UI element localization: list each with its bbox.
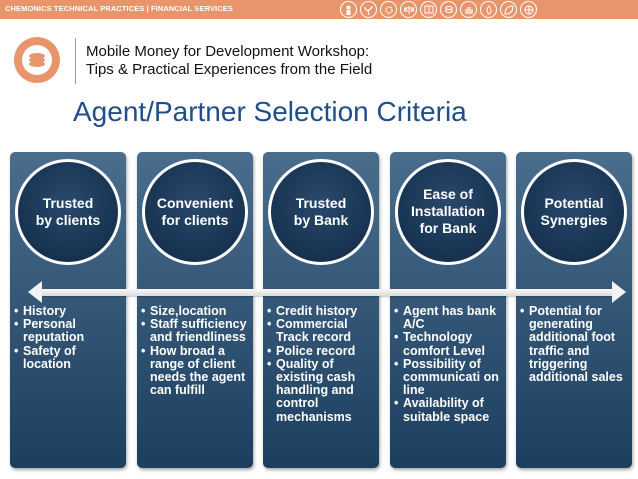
arrow-left-head [28,281,42,303]
page-title: Agent/Partner Selection Criteria [73,96,467,127]
criteria-list: History Personal reputation Safety of lo… [14,304,124,371]
column-header: Ease of Installation for Bank [390,158,506,265]
water-icon [480,1,497,18]
coins-icon [440,1,457,18]
column-header: Trusted by clients [10,158,126,265]
list-item: Possibility of communicati on line [394,357,504,398]
column-heading: Trusted by clients [35,194,101,228]
header-circle [395,158,501,265]
criteria-column-trusted-by-bank: Trusted by Bank Credit history Commercia… [263,152,379,468]
header-circle [15,158,121,265]
header-divider [75,38,76,84]
header-circle [268,158,374,265]
book-icon [420,1,437,18]
list-item: How broad a range of client needs the ag… [141,344,251,398]
column-header: Trusted by Bank [263,158,379,265]
criteria-list: Agent has bank A/C Technology comfort Le… [394,304,504,424]
gear-icon [380,1,397,18]
selection-criteria-diagram: Trusted by clients History Personal repu… [10,152,636,470]
column-heading: Trusted by Bank [293,194,349,228]
list-item: History [14,304,124,318]
column-header: Potential Synergies [516,158,632,265]
practice-icons [340,1,537,18]
person-icon [340,1,357,18]
top-banner: CHEMONICS TECHNICAL PRACTICES | FINANCIA… [0,0,638,19]
list-item: Safety of location [14,344,124,371]
criteria-list: Credit history Commercial Track record P… [267,304,377,424]
subtitle-line-1: Mobile Money for Development Workshop: [86,43,370,60]
list-item: Personal reputation [14,318,124,345]
column-header: Convenient for clients [137,158,253,265]
column-heading: Ease of Installation for Bank [411,186,485,236]
list-item: Staff sufficiency and friendliness [141,318,251,345]
coins-stack-icon [29,53,45,67]
leaf-icon [500,1,517,18]
list-item: Agent has bank A/C [394,304,504,331]
list-item: Technology comfort Level [394,331,504,358]
plant-icon [360,1,377,18]
hand-icon [460,1,477,18]
header-circle [521,158,627,265]
globe-icon [520,1,537,18]
list-item: Size,location [141,304,251,318]
workshop-subtitle: Mobile Money for Development Workshop: T… [86,43,372,79]
criteria-list: Potential for generating additional foot… [520,304,630,384]
criteria-column-convenient-for-clients: Convenient for clients Size,location Sta… [137,152,253,468]
criteria-column-potential-synergies: Potential Synergies Potential for genera… [516,152,632,468]
list-item: Commercial Track record [267,318,377,345]
list-item: Credit history [267,304,377,318]
criteria-column-ease-of-installation: Ease of Installation for Bank Agent has … [390,152,506,468]
header-circle [142,158,248,265]
list-item: Quality of existing cash handling and co… [267,357,377,424]
list-item: Police record [267,344,377,358]
list-item: Availability of suitable space [394,397,504,424]
scales-icon [400,1,417,18]
column-heading: Potential Synergies [540,194,608,228]
list-item: Potential for generating additional foot… [520,304,630,384]
banner-text: CHEMONICS TECHNICAL PRACTICES | FINANCIA… [5,4,233,13]
logo-inner-ring [22,45,52,75]
criteria-list: Size,location Staff sufficiency and frie… [141,304,251,398]
column-heading: Convenient for clients [156,194,234,228]
arrow-right-head [612,281,626,303]
double-arrow-bar [40,289,614,296]
financial-services-logo [14,37,60,83]
criteria-column-trusted-by-clients: Trusted by clients History Personal repu… [10,152,126,468]
subtitle-line-2: Tips & Practical Experiences from the Fi… [86,61,373,78]
